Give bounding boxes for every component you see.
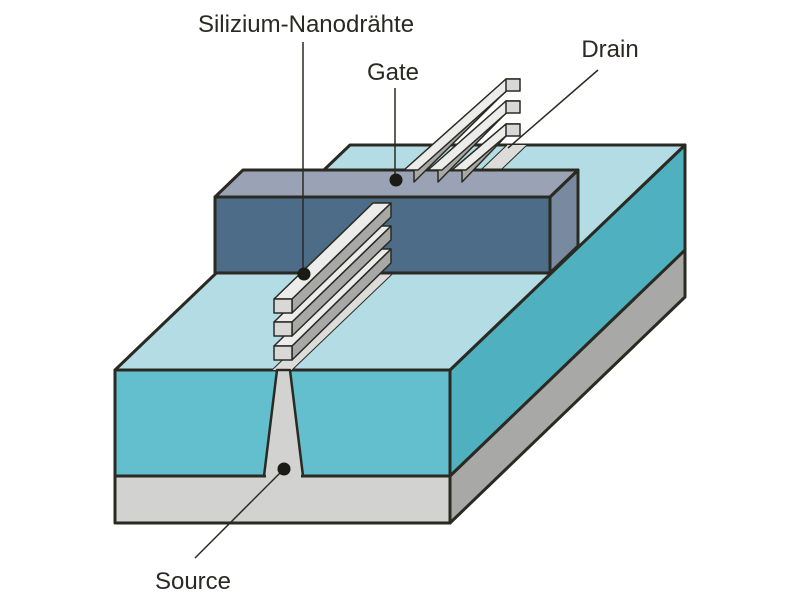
- label-source: Source: [155, 568, 231, 595]
- source-marker-dot: [277, 462, 291, 476]
- drain-nanowire-2: [427, 100, 521, 183]
- text-labels: Silizium-Nanodrähte Gate Drain Source: [155, 11, 639, 595]
- marker-dots: [277, 173, 403, 476]
- label-gate: Gate: [367, 59, 419, 86]
- drain-nanowire-3: [451, 123, 521, 183]
- source-nanowires: [273, 202, 392, 361]
- source-trench: [262, 368, 305, 478]
- drain-nanowires: [403, 78, 521, 183]
- label-drain: Drain: [581, 36, 638, 63]
- source-leader: [194, 468, 285, 559]
- nanowires-marker-dot: [297, 267, 311, 281]
- drain-nanowire-1: [403, 78, 521, 183]
- base-front-face: [113, 474, 452, 525]
- gate-marker-dot: [389, 173, 403, 187]
- label-nanowires: Silizium-Nanodrähte: [198, 11, 414, 38]
- leader-lines: [194, 42, 599, 559]
- source-trench-fill: [266, 473, 301, 479]
- drain-leader: [507, 69, 599, 149]
